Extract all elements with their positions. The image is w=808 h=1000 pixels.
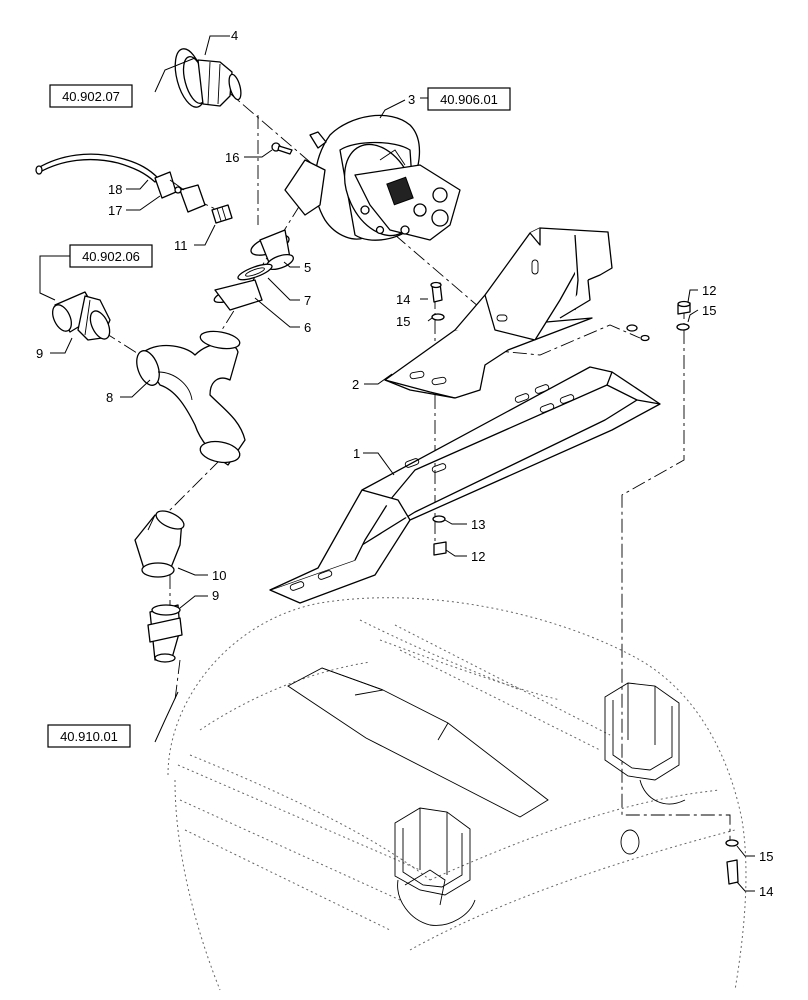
callout-9-upper: 9 [36, 346, 43, 361]
callout-15-lower: 15 [759, 849, 773, 864]
callout-6: 6 [304, 320, 311, 335]
callout-2: 2 [352, 377, 359, 392]
callout-14-lower: 14 [759, 884, 773, 899]
svg-text:40.910.01: 40.910.01 [60, 729, 118, 744]
svg-text:40.902.07: 40.902.07 [62, 89, 120, 104]
part-15-washer-upper-left [431, 313, 445, 321]
part-11-nipple [211, 204, 233, 224]
part-6-flange [213, 279, 263, 311]
part-13-washer [432, 515, 446, 523]
part-15-washer-lower [725, 839, 739, 847]
callout-5: 5 [304, 260, 311, 275]
reference-40-902-06[interactable]: 40.902.06 [69, 244, 153, 268]
callout-9-lower: 9 [212, 588, 219, 603]
callout-15-upper-left: 15 [396, 314, 410, 329]
callout-17: 17 [108, 203, 122, 218]
callout-4: 4 [231, 28, 238, 43]
callout-10: 10 [212, 568, 226, 583]
callout-7: 7 [304, 293, 311, 308]
reference-40-906-01[interactable]: 40.906.01 [427, 87, 511, 111]
part-15-washer-upper-right [676, 323, 690, 331]
part-10-elbow [134, 510, 185, 578]
callout-15-upper-right: 15 [702, 303, 716, 318]
part-3-pump [284, 114, 461, 241]
part-18-hose [35, 153, 159, 183]
callout-8: 8 [106, 390, 113, 405]
tank-outline [167, 597, 747, 991]
svg-text:40.902.06: 40.902.06 [82, 249, 140, 264]
part-16-bolt [271, 142, 293, 155]
part-5-adapter [250, 229, 294, 271]
callout-12-upper: 12 [702, 283, 716, 298]
part-9-fitting-upper [51, 291, 111, 341]
tank-lug-right [604, 682, 686, 855]
callout-14-upper: 14 [396, 292, 410, 307]
callout-18: 18 [108, 182, 122, 197]
part-14-bolt-lower [726, 859, 739, 885]
tank-recess [287, 667, 549, 818]
svg-text:40.906.01: 40.906.01 [440, 92, 498, 107]
part-4-filler-fitting [174, 48, 242, 108]
part-7-gasket [237, 263, 273, 281]
tank-lug-left [394, 807, 476, 926]
callout-16: 16 [225, 150, 239, 165]
bracket-small-hardware [626, 324, 650, 342]
part-8-elbow-hose [136, 330, 246, 466]
part-12-nut-lower [433, 541, 447, 556]
part-17-tee-fitting [154, 171, 206, 213]
callout-13: 13 [471, 517, 485, 532]
reference-40-910-01[interactable]: 40.910.01 [47, 724, 131, 748]
part-1-mounting-bracket [269, 366, 661, 604]
callout-numbers: 4 3 16 18 17 11 5 7 6 9 8 10 9 14 15 2 1… [36, 28, 773, 899]
callout-12-lower: 12 [471, 549, 485, 564]
reference-40-902-07[interactable]: 40.902.07 [49, 84, 133, 108]
callout-1: 1 [353, 446, 360, 461]
callout-11: 11 [174, 238, 188, 253]
callout-3: 3 [408, 92, 415, 107]
part-14-bolt-upper [430, 281, 443, 303]
part-12-nut-upper [677, 300, 691, 315]
part-2-support-bracket [384, 227, 613, 399]
part-9-fitting-lower [147, 604, 183, 663]
